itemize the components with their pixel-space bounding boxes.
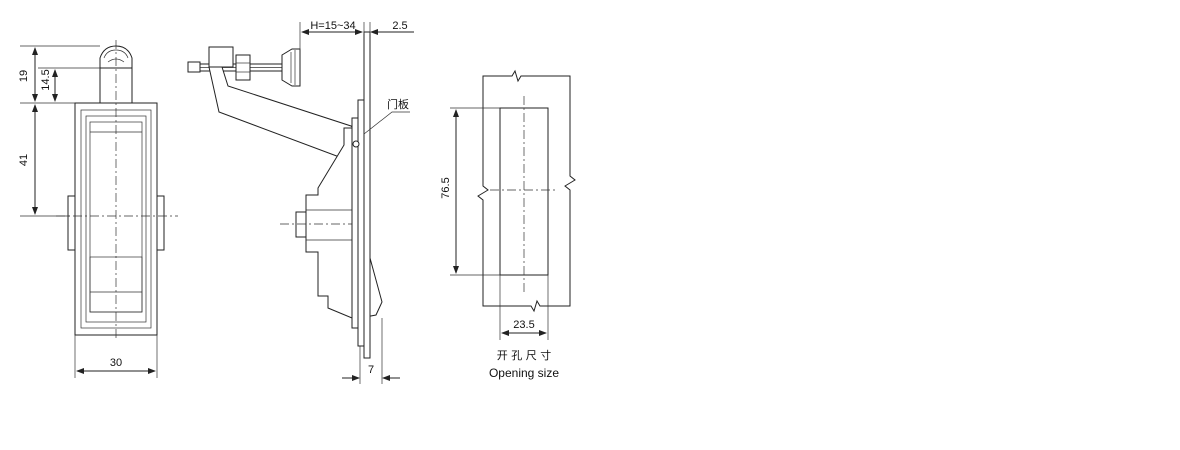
bolt-end [187,61,201,73]
dim-14-5-label: 14.5 [40,69,52,90]
dim-panel-label: 2.5 [392,20,407,32]
right-tab [156,195,165,251]
door-panel [363,31,371,359]
dim-grip-label: H=15~34 [310,20,355,32]
left-tab [67,195,76,251]
opening-caption-cn: 开 孔 尺 寸 [497,348,552,362]
opening-caption-en: Opening size [489,366,559,380]
dim-7-label: 7 [368,364,374,376]
door-panel-label: 门板 [387,97,409,111]
arm-block [208,46,234,68]
dim-76-5-label: 76.5 [440,177,452,198]
dim-30-label: 30 [110,357,122,369]
hex-nut [235,54,251,81]
rear-nut [295,211,307,238]
base-flange [357,99,365,347]
dim-41-label: 41 [18,154,30,166]
dim-23-5-label: 23.5 [513,319,534,331]
dim-19-label: 19 [18,70,30,82]
opening-view: 76.5 23.5 开 孔 尺 寸 Opening size [440,69,576,380]
front-view: 19 14.5 41 30 [18,40,178,378]
lever-body [305,127,353,319]
side-view: 门板 H=15~34 2.5 7 [187,20,414,384]
